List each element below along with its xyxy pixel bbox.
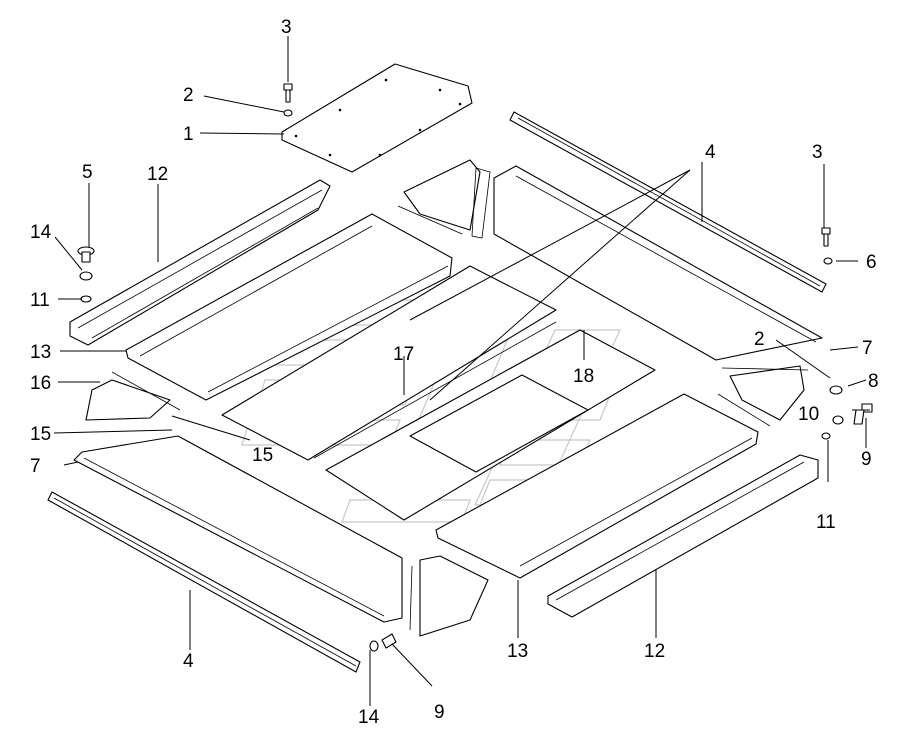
callout-4-left: 4 <box>183 651 194 672</box>
callout-15-left: 15 <box>30 424 51 445</box>
callout-12-left: 12 <box>147 164 168 185</box>
callout-14-left: 14 <box>30 222 52 243</box>
leader-lines <box>53 36 870 706</box>
callout-9-right: 9 <box>861 449 872 470</box>
bolt-part-5 <box>77 246 95 303</box>
hardware-bottom <box>369 633 397 652</box>
callout-15-mid: 15 <box>252 445 273 466</box>
callout-12-right: 12 <box>644 641 665 662</box>
callout-9-bottom: 9 <box>434 702 445 723</box>
callout-10: 10 <box>798 404 819 425</box>
callout-17: 17 <box>393 344 414 365</box>
channel-part-12-left <box>69 179 331 346</box>
callout-14-bottom: 14 <box>358 707 380 728</box>
callout-1: 1 <box>183 124 194 145</box>
callout-8: 8 <box>868 371 879 392</box>
gusset-right <box>717 365 809 427</box>
callout-2-right: 2 <box>754 329 765 350</box>
callout-11-left: 11 <box>30 290 50 311</box>
callout-labels: 3 2 1 5 12 14 11 13 16 15 7 15 17 18 4 3… <box>30 17 879 728</box>
hardware-right <box>821 385 873 440</box>
gusset-left-part-16 <box>85 371 181 421</box>
callout-7-left: 7 <box>30 456 41 477</box>
gusset-top <box>397 159 491 239</box>
panel-part-13-left <box>125 213 453 401</box>
gusset-bottom <box>409 555 489 637</box>
strip-part-4-right <box>509 111 827 293</box>
callout-3-top: 3 <box>281 17 292 38</box>
cover-plate-part-1 <box>281 63 473 173</box>
callout-4-right: 4 <box>705 142 716 163</box>
callout-13-left: 13 <box>30 342 51 363</box>
panel-part-18-with-cutout <box>313 321 656 521</box>
callout-3-right: 3 <box>812 142 823 163</box>
callout-5: 5 <box>82 162 93 183</box>
callout-16: 16 <box>30 373 51 394</box>
strip-part-4-left <box>47 491 361 673</box>
callout-6: 6 <box>866 252 877 273</box>
bolt-part-3-top <box>283 83 293 117</box>
callout-2-top: 2 <box>183 85 194 106</box>
callout-7-right: 7 <box>862 338 873 359</box>
channel-part-12-right <box>547 454 819 618</box>
bolt-part-3-right <box>821 227 833 265</box>
side-panel-part-7-right <box>493 165 823 361</box>
callout-11-right: 11 <box>816 512 836 533</box>
side-panel-part-7-left <box>73 435 403 623</box>
callout-13-right: 13 <box>507 641 528 662</box>
panel-part-17 <box>221 265 557 461</box>
panel-part-13-right <box>435 393 759 579</box>
callout-18: 18 <box>573 366 594 387</box>
